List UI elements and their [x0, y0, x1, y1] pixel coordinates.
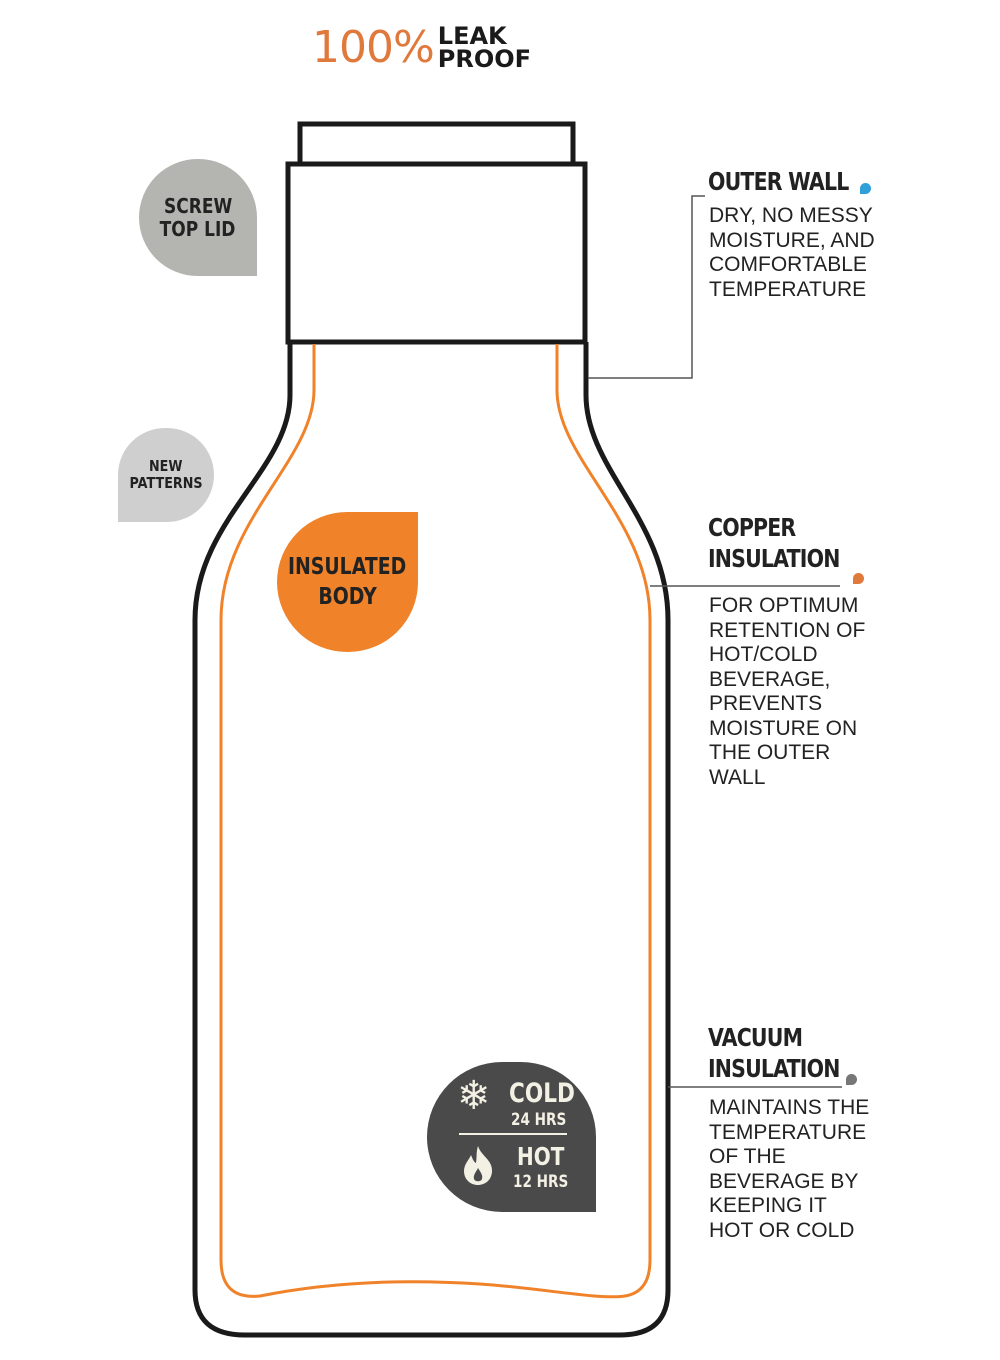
cold-label: COLD	[509, 1078, 575, 1109]
badge-divider	[459, 1133, 567, 1135]
badge-text: SCREW	[163, 193, 233, 218]
badge-text: BODY	[318, 584, 377, 610]
lid-body	[285, 161, 588, 345]
title-line2: PROOF	[437, 44, 532, 73]
title-line1: LEAK	[437, 21, 507, 50]
lid-top	[297, 121, 576, 167]
gray-drop-icon	[846, 1074, 857, 1085]
flame-icon	[464, 1146, 493, 1185]
title-percent: 100%	[312, 22, 435, 73]
badge-text: NEW	[149, 456, 183, 475]
badge-text: PATTERNS	[129, 474, 203, 492]
hot-hours: 12 HRS	[513, 1172, 569, 1192]
orange-drop-icon	[853, 573, 864, 584]
badge-text: INSULATED	[288, 554, 407, 580]
badge-text: TOP LID	[160, 216, 236, 241]
screw-top-lid-badge: SCREW TOP LID	[139, 159, 257, 276]
callout-heading: OUTER WALL	[708, 167, 849, 196]
insulated-body-badge: INSULATED BODY	[277, 512, 418, 652]
blue-drop-icon	[860, 183, 871, 194]
hot-label: HOT	[517, 1142, 565, 1171]
bottle-outer-wall	[192, 342, 671, 1338]
leak-proof-title: 100% LEAK PROOF	[312, 22, 531, 73]
snowflake-icon: ❄	[457, 1073, 491, 1119]
outer-wall-leader-line	[588, 195, 705, 379]
copper-insulation-layer	[219, 344, 652, 1299]
cold-hours: 24 HRS	[511, 1110, 567, 1130]
cold-hot-badge: ❄ COLD 24 HRS HOT 12 HRS	[427, 1062, 596, 1212]
new-patterns-badge: NEW PATTERNS	[118, 428, 214, 522]
